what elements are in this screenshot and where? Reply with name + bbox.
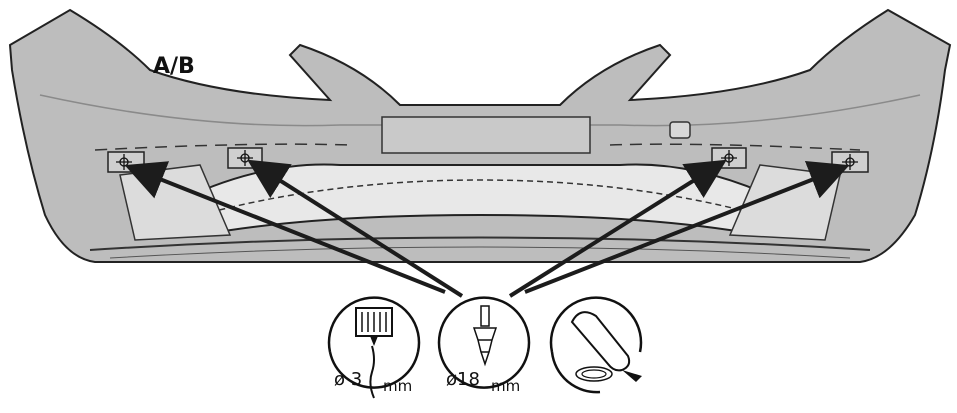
drill-arrows bbox=[124, 159, 850, 298]
drill-bit-icon bbox=[369, 345, 375, 399]
step-drill-unit: mm bbox=[491, 377, 520, 395]
deburring-handle-icon bbox=[570, 311, 631, 372]
step-drill-diameter: ø18 bbox=[446, 369, 480, 390]
plate-recess bbox=[381, 116, 591, 154]
swarf-icon bbox=[575, 366, 613, 382]
drill-unit: mm bbox=[383, 377, 412, 395]
step-drill-cone-icon bbox=[472, 327, 498, 367]
variant-label: A/B bbox=[153, 54, 195, 79]
step-drill-tool: ø18 mm bbox=[437, 296, 531, 395]
drill-diameter: ø 3 bbox=[334, 369, 362, 390]
deburring-tool bbox=[549, 296, 643, 394]
step-drill-shank-icon bbox=[480, 305, 490, 327]
deburring-tip-icon bbox=[622, 370, 642, 382]
arrow-outer-right bbox=[524, 161, 850, 294]
arrow-outer-left bbox=[124, 161, 446, 294]
drill-tool: ø 3 mm bbox=[327, 296, 421, 399]
bumper-illustration bbox=[8, 8, 952, 263]
tow-hook-cover bbox=[669, 121, 691, 139]
arrow-inner-right bbox=[508, 159, 727, 298]
arrow-inner-left bbox=[247, 159, 464, 298]
